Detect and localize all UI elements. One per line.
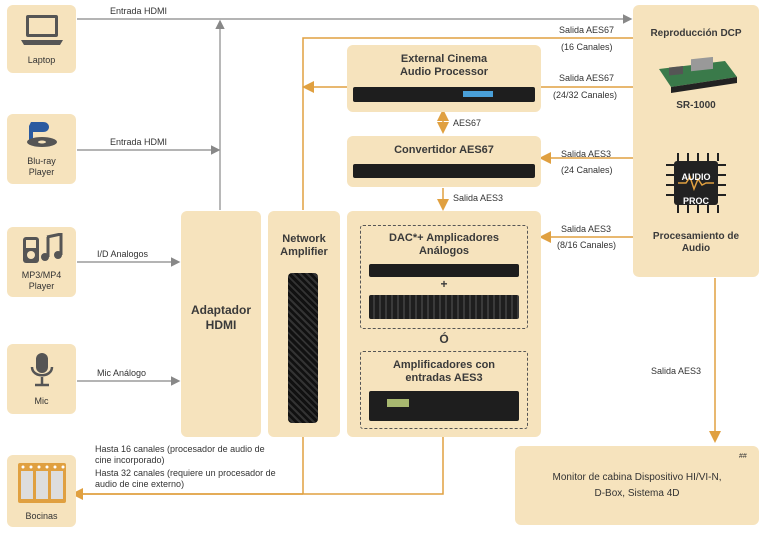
laptop-icon [21, 15, 63, 45]
hdmi-adapter-box: Adaptador HDMI [181, 211, 261, 437]
laptop-label: Laptop [27, 55, 56, 65]
dac-dashed-group [360, 225, 528, 329]
mic-analog-label: Mic Análogo [97, 368, 147, 378]
aes3-monitor-label: Salida AES3 [651, 366, 702, 376]
microphone-icon [30, 353, 54, 387]
speakers-label: Bocinas [25, 511, 58, 521]
hdmi-bluray-label: Entrada HDMI [110, 137, 168, 147]
analog-io-label: I/D Analogos [97, 249, 149, 259]
server-board-icon [659, 57, 737, 93]
aes67-16-label: Salida AES67 [559, 25, 615, 35]
dcp-title: Reproducción DCP [650, 28, 742, 39]
note-16-label: Hasta 16 canales (procesador de audio de… [95, 444, 265, 465]
mp3-player-icon [23, 233, 63, 263]
mic-label: Mic [34, 396, 49, 406]
ecap-box: External Cinema Audio Processor [347, 45, 541, 112]
note-32-label: Hasta 32 canales (requiere un procesador… [95, 468, 276, 489]
network-amp-label: Network Amplifier [280, 233, 328, 258]
bluray-label: Blu-ray Player [27, 156, 56, 177]
or-label: Ó [439, 332, 449, 346]
monitor-box: ## Monitor de cabina Dispositivo HI/VI-N… [515, 446, 759, 525]
bluray-box: Blu-ray Player [7, 114, 76, 184]
dac-group-box: DAC*+ Amplicadores Análogos + Ó Amplific… [347, 211, 541, 437]
laptop-box: Laptop [7, 5, 76, 73]
aes67-mid-label: AES67 [453, 118, 482, 128]
dac-label: DAC*+ Amplicadores Análogos [389, 232, 499, 257]
aes3-816-ch-label: (8/16 Canales) [557, 240, 617, 250]
aes67-24-label: Salida AES67 [559, 73, 615, 83]
mic-box: Mic [7, 344, 76, 414]
audio-chip-icon [666, 153, 726, 213]
aes3-amps-label: Amplificadores con entradas AES3 [392, 359, 496, 384]
converter-device [353, 164, 535, 178]
bluray-icon [27, 122, 57, 147]
network-amp-device [288, 273, 318, 423]
ecap-label: External Cinema Audio Processor [399, 53, 489, 78]
audio-chip-text: AUDIO PROC [681, 172, 711, 206]
aes3-24-label: Salida AES3 [561, 149, 612, 159]
aes3-24-ch-label: (24 Canales) [561, 165, 613, 175]
aes67-24-ch-label: (24/32 Canales) [553, 90, 618, 100]
speakers-box: Bocinas [7, 455, 76, 527]
converter-box: Convertidor AES67 [347, 136, 541, 187]
converter-label: Convertidor AES67 [394, 144, 494, 156]
ecap-device [353, 87, 535, 102]
aes3-amp-device [369, 391, 519, 421]
analog-amp-device [369, 295, 519, 319]
aes3-816-label: Salida AES3 [561, 224, 612, 234]
monitor-label: Monitor de cabina Dispositivo HI/VI-N, D… [552, 472, 722, 499]
audio-processing-label: Procesamiento de Audio [652, 231, 740, 254]
dcp-box: Reproducción DCP SR-1000 AUDIO PROC Proc… [633, 5, 759, 277]
aes3-amps-dashed-group [360, 351, 528, 429]
plus-sign: + [440, 277, 448, 291]
mp3-label: MP3/MP4 Player [21, 270, 62, 291]
dcp-model: SR-1000 [676, 100, 716, 111]
network-amp-box: Network Amplifier [268, 211, 340, 437]
aes67-16-ch-label: (16 Canales) [561, 42, 613, 52]
hdmi-top-label: Entrada HDMI [110, 6, 168, 16]
aes3-conv-label: Salida AES3 [453, 193, 504, 203]
monitor-mark: ## [739, 453, 747, 460]
hdmi-adapter-label: Adaptador HDMI [191, 303, 251, 332]
dac-device [369, 264, 519, 277]
mp3-box: MP3/MP4 Player [7, 227, 76, 297]
speakers-icon [18, 463, 66, 503]
